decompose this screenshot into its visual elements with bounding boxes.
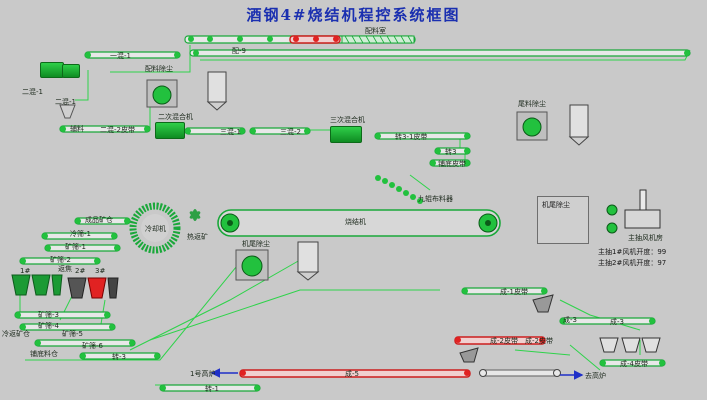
belt-cheng2 (454, 336, 546, 345)
label-zhuan3: 转3 (445, 148, 457, 156)
label-pusupi: 铺底皮带 (438, 160, 466, 168)
label-tiaodu: 辅料 (70, 125, 84, 133)
label-kuang4: 矿筛-4 (38, 322, 59, 330)
belt-pei9 (189, 49, 691, 57)
motor-icon[interactable] (155, 122, 185, 139)
label-sanhun1: 三混-1 (220, 128, 241, 136)
flow-arrow-icon (210, 368, 584, 380)
status-fan1-opening: 主抽1#风机开度：99 (598, 248, 667, 256)
belt-cheng5 (239, 369, 471, 378)
page-title: 酒钢4#烧结机程控系统框图 (246, 6, 461, 24)
chimney-icon (624, 189, 661, 229)
label-jiwei-chuchen: 机尾除尘 (242, 240, 270, 248)
label-zhuan3-left: 转-3 (112, 353, 126, 361)
label-cheng3: 成-3 (563, 316, 577, 324)
label-c1: 1# (20, 267, 31, 275)
label-kuang2: 矿筛-2 (50, 256, 71, 264)
label-weiliao-chuchen: 尾料除尘 (518, 100, 546, 108)
label-cheng4: 成-4皮带 (620, 360, 648, 368)
label-kuang5: 矿筛-5 (62, 330, 83, 338)
label-to-furnace1: 1号高炉 (190, 370, 216, 378)
label-c3: 3# (95, 267, 106, 275)
label-pei9: 配-9 (232, 47, 246, 55)
label-cheng2b: 成-2皮带 (525, 337, 553, 345)
label-kuang0: 成品矿仓 (85, 216, 113, 224)
label-kuang3: 矿筛-3 (38, 311, 59, 319)
label-to-furnace2: 去高炉 (585, 372, 606, 380)
dust-collector-icon (206, 71, 590, 281)
belt-left-5 (14, 311, 111, 319)
label-peiliao-chuchen: 配料除尘 (145, 65, 173, 73)
feeder-hatch (341, 35, 415, 44)
label-sanhun2: 三混-2 (280, 128, 301, 136)
label-buliao: 九辊布料器 (418, 195, 453, 203)
label-cheng1: 成-1皮带 (500, 288, 528, 296)
label-zhufengji: 主抽风机房 (628, 234, 663, 242)
label-zhuan1: 转-1 (205, 385, 219, 393)
hopper-icon (11, 104, 661, 363)
sinter-strand (217, 209, 501, 237)
label-lengfankuang: 冷返矿仓 (2, 330, 30, 338)
label-erhun2: 二混-2皮带 (100, 126, 135, 134)
cooler-icon (129, 202, 181, 254)
label-rehuanliao: 热返矿 (187, 233, 208, 241)
crusher-icon (189, 209, 201, 221)
label-sanci-hunhe: 三次混合机 (330, 116, 365, 124)
label-erci-hunhe: 二次混合机 (158, 113, 193, 121)
fan-icon (146, 79, 618, 281)
rollers (15, 36, 690, 391)
motor-icon[interactable] (330, 126, 362, 143)
label-yihun1: 一混-1 (110, 52, 131, 60)
bead-conveyor (375, 175, 423, 204)
label-erhun-left: 二混-1 (55, 98, 76, 106)
label-kuang1: 矿筛-1 (65, 243, 86, 251)
label-peiliaoshi: 配料室 (365, 27, 386, 35)
motor-icon[interactable] (40, 62, 64, 78)
status-fan2-opening: 主抽2#风机开度：97 (598, 259, 667, 267)
belt-yihun1 (84, 51, 181, 59)
label-c2: 2# (75, 267, 86, 275)
belt-cheng6 (479, 369, 561, 377)
label-shaojieji: 烧结机 (345, 218, 366, 226)
label-cheng5: 成-5 (345, 370, 359, 378)
jiwei-dust-box: 机尾除尘 (537, 196, 589, 244)
label-kuang6: 矿筛-6 (82, 342, 103, 350)
label-chengpin-liao: 铺底料仓 (30, 350, 58, 358)
label-cheng2: 成-2皮带 (490, 337, 518, 345)
label-fanjie: 返焦 (58, 265, 72, 273)
label-erhun1: 二混-1 (22, 88, 43, 96)
label-lengfan1: 冷筛-1 (70, 230, 91, 238)
label-zhuan3-1: 转3-1皮带 (395, 133, 428, 141)
motor-icon[interactable] (62, 64, 80, 78)
label-lengque: 冷却机 (145, 225, 166, 233)
label-cheng3b: 成-3 (610, 318, 624, 326)
